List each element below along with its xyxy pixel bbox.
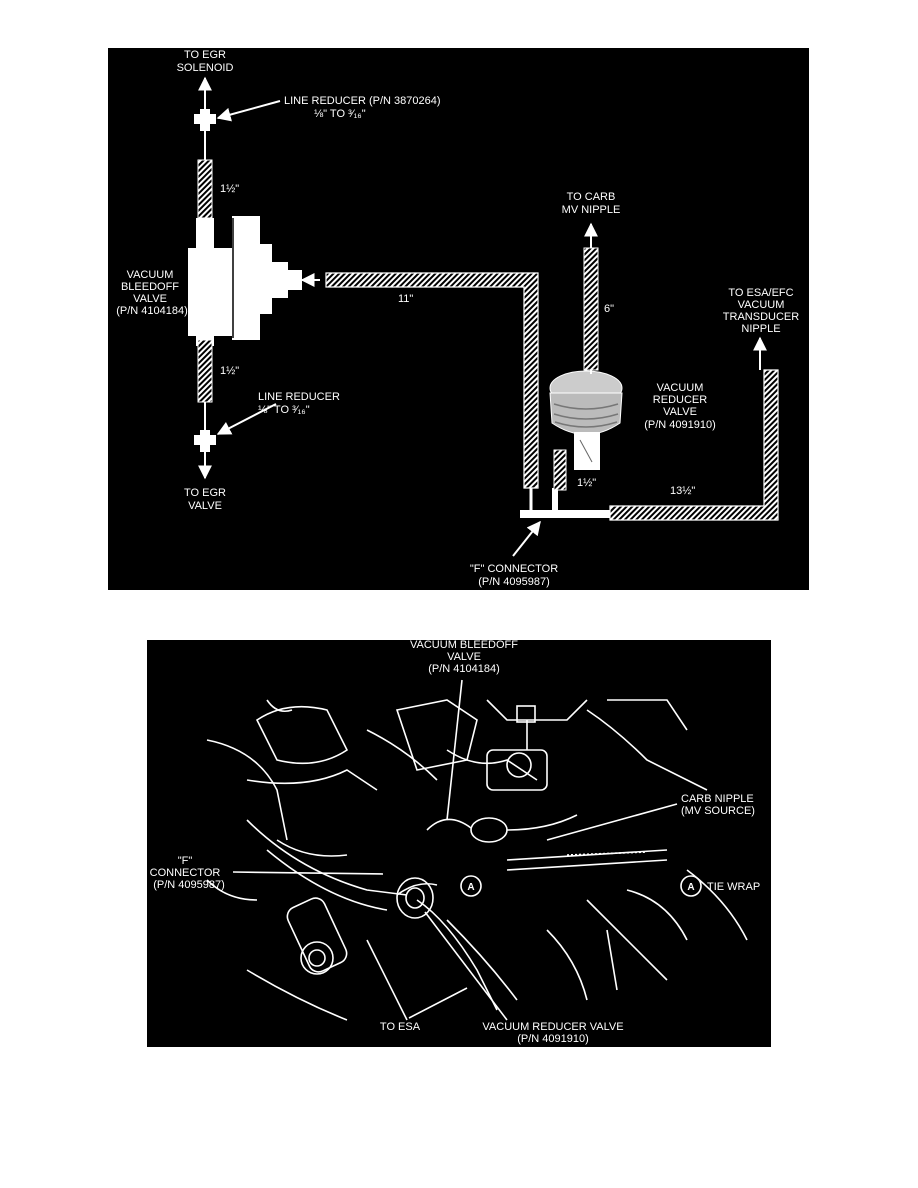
f-connector <box>520 488 610 518</box>
label-line-reducer-bottom-1: LINE REDUCER <box>258 391 340 403</box>
label-tie-wrap: TIE WRAP <box>707 881 760 893</box>
label-carb-nipple-1: CARB NIPPLE <box>681 793 754 805</box>
routing-schematic: TO EGR SOLENOID LINE REDUCER (P/N 387026… <box>116 49 799 588</box>
label-carb-nipple-2: (MV SOURCE) <box>681 805 755 817</box>
engine-line-art <box>206 699 748 1021</box>
label-f-connector-2: CONNECTOR <box>150 867 221 879</box>
label-bleedoff-2: VALVE <box>447 651 481 663</box>
label-bleedoff-4: (P/N 4104184) <box>116 305 188 317</box>
label-to-carb-2: MV NIPPLE <box>562 204 621 216</box>
label-to-esa-3: TRANSDUCER <box>723 311 799 323</box>
label-to-esa: TO ESA <box>380 1021 421 1033</box>
tie-wrap-marker-in-image: A <box>467 882 474 893</box>
label-hose-11-length: 11" <box>398 293 413 305</box>
label-f-connector-1: "F" <box>178 855 193 867</box>
bleedoff-valve-body <box>188 216 302 346</box>
label-bleedoff-2: BLEEDOFF <box>121 281 179 293</box>
hose-carb-6in <box>583 247 599 371</box>
label-hose-esa-length: 13½" <box>670 485 695 497</box>
label-reducer-valve-1: VACUUM <box>657 382 704 394</box>
label-bleedoff-1: VACUUM <box>127 269 174 281</box>
label-f-connector-3: (P/N 4095987) <box>153 879 225 891</box>
label-to-esa-4: NIPPLE <box>741 323 780 335</box>
hose-reducer-1-5in <box>553 449 567 491</box>
line-reducer-top <box>194 109 216 131</box>
label-bleedoff-3: VALVE <box>133 293 167 305</box>
label-reducer-valve-2: REDUCER <box>653 394 707 406</box>
hose-bottom-1-5in <box>197 339 213 403</box>
label-reducer-valve-1: VACUUM REDUCER VALVE <box>482 1021 623 1033</box>
label-to-carb-1: TO CARB <box>567 191 616 203</box>
label-bleedoff-3: (P/N 4104184) <box>428 663 500 675</box>
hose-top-1-5in <box>197 159 213 219</box>
label-hose-top-length: 1½" <box>220 183 239 195</box>
tie-wrap-legend-letter: A <box>687 882 694 893</box>
label-to-esa-2: VACUUM <box>738 299 785 311</box>
label-hose-reducer-length: 1½" <box>577 477 596 489</box>
label-hose-carb-length: 6" <box>604 303 614 315</box>
label-reducer-valve-4: (P/N 4091910) <box>644 419 716 431</box>
label-hose-bottom-length: 1½" <box>220 365 239 377</box>
engine-installation-view: VACUUM BLEEDOFF VALVE (P/N 4104184) CARB… <box>147 640 771 1047</box>
label-to-egr-solenoid-1: TO EGR <box>184 49 226 61</box>
vacuum-hose-routing-diagram: TO EGR SOLENOID LINE REDUCER (P/N 387026… <box>108 48 809 590</box>
label-to-egr-valve-2: VALVE <box>188 500 222 512</box>
label-reducer-valve-3: VALVE <box>663 406 697 418</box>
hose-11in <box>325 272 539 489</box>
label-f-connector-1: "F" CONNECTOR <box>470 563 558 575</box>
hose-esa-13-5in <box>609 369 779 521</box>
tie-wrap-legend-marker <box>680 875 702 897</box>
label-line-reducer-bottom-2: ⅛" TO ³⁄₁₆" <box>258 404 310 416</box>
label-line-reducer-top-1: LINE REDUCER (P/N 3870264) <box>284 95 441 107</box>
line-reducer-bottom <box>194 430 216 452</box>
engine-illustration: VACUUM BLEEDOFF VALVE (P/N 4104184) CARB… <box>150 640 761 1045</box>
label-reducer-valve-2: (P/N 4091910) <box>517 1033 589 1045</box>
label-line-reducer-top-2: ⅛" TO ³⁄₁₆" <box>314 108 366 120</box>
label-to-egr-valve-1: TO EGR <box>184 487 226 499</box>
label-to-egr-solenoid-2: SOLENOID <box>177 62 234 74</box>
label-f-connector-2: (P/N 4095987) <box>478 576 550 588</box>
vacuum-reducer-valve <box>549 370 623 470</box>
label-to-esa-1: TO ESA/EFC <box>728 287 793 299</box>
label-bleedoff-1: VACUUM BLEEDOFF <box>410 640 518 651</box>
